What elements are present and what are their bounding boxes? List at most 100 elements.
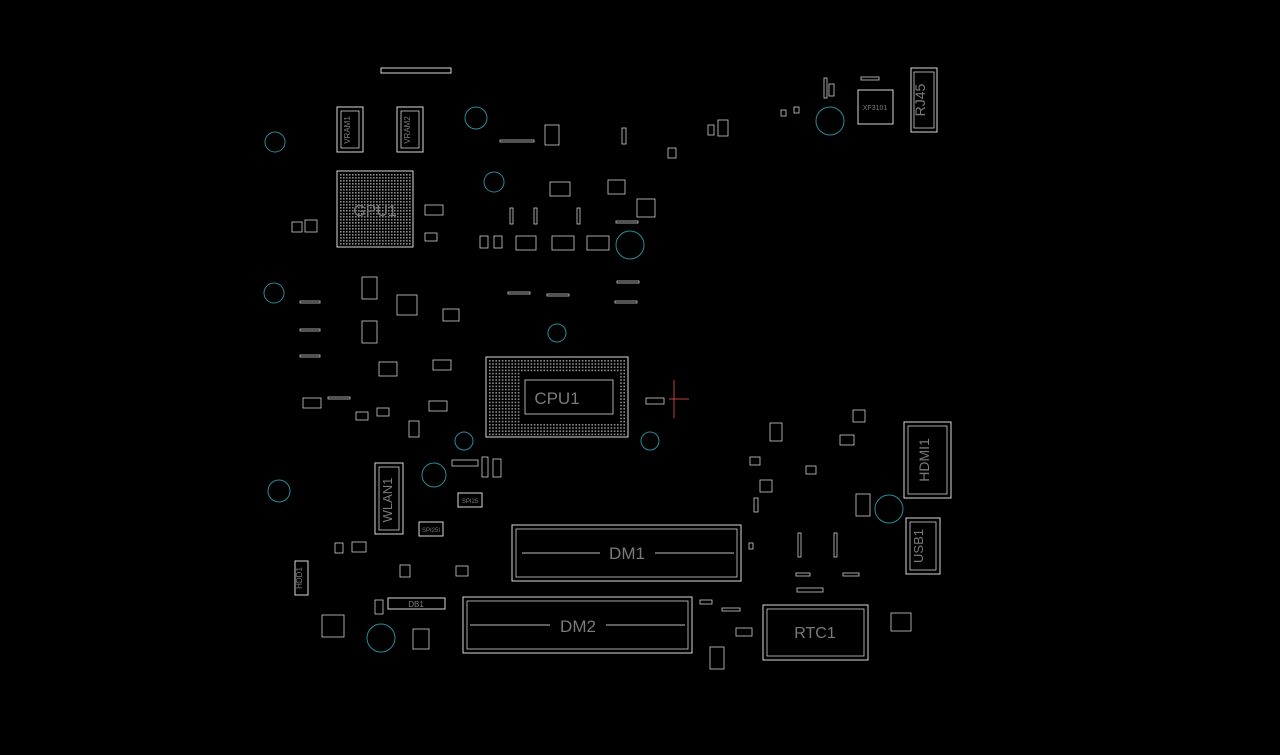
- ball-pad: [501, 427, 504, 429]
- ball-pad: [382, 213, 384, 215]
- ball-pad: [382, 186, 384, 188]
- hdmi1-connector[interactable]: HDMI1: [903, 421, 952, 499]
- ball-pad: [367, 180, 369, 182]
- ball-pad: [376, 180, 378, 182]
- ball-pad: [373, 207, 375, 209]
- usb1-connector[interactable]: USB1: [905, 517, 941, 575]
- ball-pad: [364, 228, 366, 230]
- vram1-chip[interactable]: VRAM1: [336, 106, 364, 153]
- ball-pad: [501, 401, 504, 404]
- ball-pad: [514, 411, 517, 413]
- ball-pad: [343, 189, 345, 191]
- ball-pad: [505, 411, 507, 413]
- ball-pad: [527, 427, 529, 429]
- ball-pad: [511, 395, 513, 397]
- ball-pad: [508, 411, 510, 413]
- ball-pad: [594, 427, 597, 429]
- ball-pad: [394, 213, 396, 215]
- ball-pad: [391, 240, 393, 242]
- ball-pad: [569, 369, 571, 372]
- ball-pad: [517, 369, 520, 372]
- ball-pad: [578, 427, 581, 429]
- ball-pad: [367, 216, 369, 218]
- gpu1-chip[interactable]: GPU1: [336, 170, 414, 248]
- ball-pad: [382, 195, 384, 197]
- ball-pad: [553, 430, 555, 432]
- ball-pad: [623, 385, 625, 388]
- ball-pad: [385, 189, 387, 191]
- ball-pad: [623, 427, 625, 429]
- ball-pad: [394, 243, 396, 245]
- ball-pad: [385, 207, 387, 209]
- ball-pad: [591, 433, 593, 436]
- ball-pad: [388, 210, 390, 212]
- ball-pad: [373, 180, 375, 182]
- wlan1-slot[interactable]: WLAN1: [374, 462, 404, 535]
- ball-pad: [370, 186, 372, 188]
- ball-pad: [610, 360, 613, 362]
- ball-pad: [540, 424, 542, 426]
- hdd1-connector[interactable]: HDD1: [294, 560, 309, 596]
- ball-pad: [346, 213, 348, 215]
- ball-pad: [352, 204, 354, 206]
- ball-pad: [565, 433, 568, 436]
- ball-pad: [358, 192, 360, 194]
- ball-pad: [397, 192, 399, 194]
- cpu-ball-grid: [489, 360, 625, 436]
- ball-pad: [581, 424, 584, 426]
- ball-pad: [530, 424, 533, 426]
- ball-pad: [498, 404, 501, 407]
- ball-pad: [501, 395, 504, 397]
- ball-pad: [382, 219, 384, 221]
- ball-pad: [537, 366, 539, 368]
- spi25i-chip[interactable]: SPI25I: [418, 521, 444, 537]
- ball-pad: [533, 363, 536, 365]
- ball-pad: [543, 427, 545, 429]
- xf3101-transformer[interactable]: XF3101: [857, 89, 894, 125]
- spi25-chip[interactable]: SPI25: [457, 492, 483, 508]
- db1-connector[interactable]: DB1: [387, 597, 446, 610]
- mounting-hole: [874, 494, 904, 524]
- ball-pad: [508, 417, 510, 420]
- rtc1-battery[interactable]: RTC1: [762, 604, 869, 661]
- ball-pad: [364, 183, 366, 185]
- vram2-label: VRAM2: [403, 116, 412, 144]
- ball-pad: [373, 204, 375, 206]
- ball-pad: [379, 219, 381, 221]
- ball-pad: [400, 234, 402, 236]
- ball-pad: [406, 216, 408, 218]
- ball-pad: [559, 366, 561, 368]
- ball-pad: [352, 192, 354, 194]
- dimm1-slot[interactable]: DM1: [511, 524, 742, 582]
- cpu1-chip[interactable]: CPU1: [485, 356, 629, 438]
- ball-pad: [553, 369, 555, 372]
- ball-pad: [388, 201, 390, 203]
- ball-pad: [379, 174, 381, 176]
- ball-pad: [511, 392, 513, 394]
- cursor-crosshair: [669, 380, 689, 418]
- ball-pad: [501, 388, 504, 391]
- ball-pad: [543, 369, 545, 372]
- ball-pad: [400, 225, 402, 227]
- rj45-connector[interactable]: RJ45: [910, 67, 938, 133]
- ball-pad: [385, 201, 387, 203]
- ball-pad: [346, 231, 348, 233]
- ball-pad: [607, 430, 609, 432]
- ball-pad: [559, 430, 561, 432]
- vram2-chip[interactable]: VRAM2: [396, 106, 424, 153]
- ball-pad: [492, 360, 494, 362]
- ball-pad: [406, 186, 408, 188]
- ball-pad: [581, 433, 584, 436]
- ball-pad: [505, 376, 507, 378]
- ball-pad: [343, 240, 345, 242]
- ball-pad: [508, 388, 510, 391]
- ball-pad: [394, 207, 396, 209]
- ball-pad: [498, 398, 501, 400]
- ball-pad: [367, 237, 369, 239]
- ball-pad: [492, 424, 494, 426]
- dimm2-slot[interactable]: DM2: [462, 596, 693, 654]
- ball-pad: [403, 177, 405, 179]
- ball-pad: [340, 237, 342, 239]
